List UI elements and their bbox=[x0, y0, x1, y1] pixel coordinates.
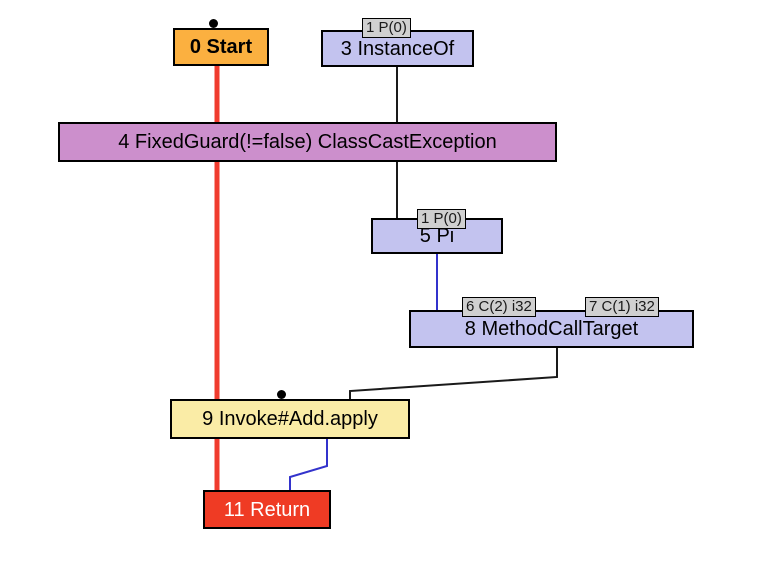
node-label: 11 Return bbox=[223, 498, 311, 521]
node-label: 8 MethodCallTarget bbox=[464, 318, 639, 340]
edge-label-instanceof-input[interactable]: 1 P(0) bbox=[362, 18, 411, 38]
node-label: 4 FixedGuard(!=false) ClassCastException bbox=[118, 131, 497, 153]
node-label: 0 Start bbox=[189, 36, 253, 58]
node-9-invoke[interactable]: 9 Invoke#Add.apply bbox=[170, 399, 410, 439]
edge-label-pi-input[interactable]: 1 P(0) bbox=[417, 209, 466, 229]
node-3-instanceof[interactable]: 3 InstanceOf bbox=[321, 30, 474, 67]
edge-label-mct-arg-1[interactable]: 7 C(1) i32 bbox=[585, 297, 659, 317]
invoke-top-port[interactable] bbox=[277, 390, 286, 399]
edge-label-mct-arg-2[interactable]: 6 C(2) i32 bbox=[462, 297, 536, 317]
node-0-start[interactable]: 0 Start bbox=[173, 28, 269, 66]
start-top-port[interactable] bbox=[209, 19, 218, 28]
node-11-return[interactable]: 11 Return bbox=[203, 490, 331, 529]
edge-8-to-9-data[interactable] bbox=[349, 348, 558, 399]
node-label: 9 Invoke#Add.apply bbox=[202, 408, 378, 430]
node-label: 5 Pi bbox=[419, 225, 455, 247]
node-label: 3 InstanceOf bbox=[340, 37, 455, 60]
edge-9-to-11-data[interactable] bbox=[289, 439, 328, 490]
node-4-guard[interactable]: 4 FixedGuard(!=false) ClassCastException bbox=[58, 122, 557, 162]
